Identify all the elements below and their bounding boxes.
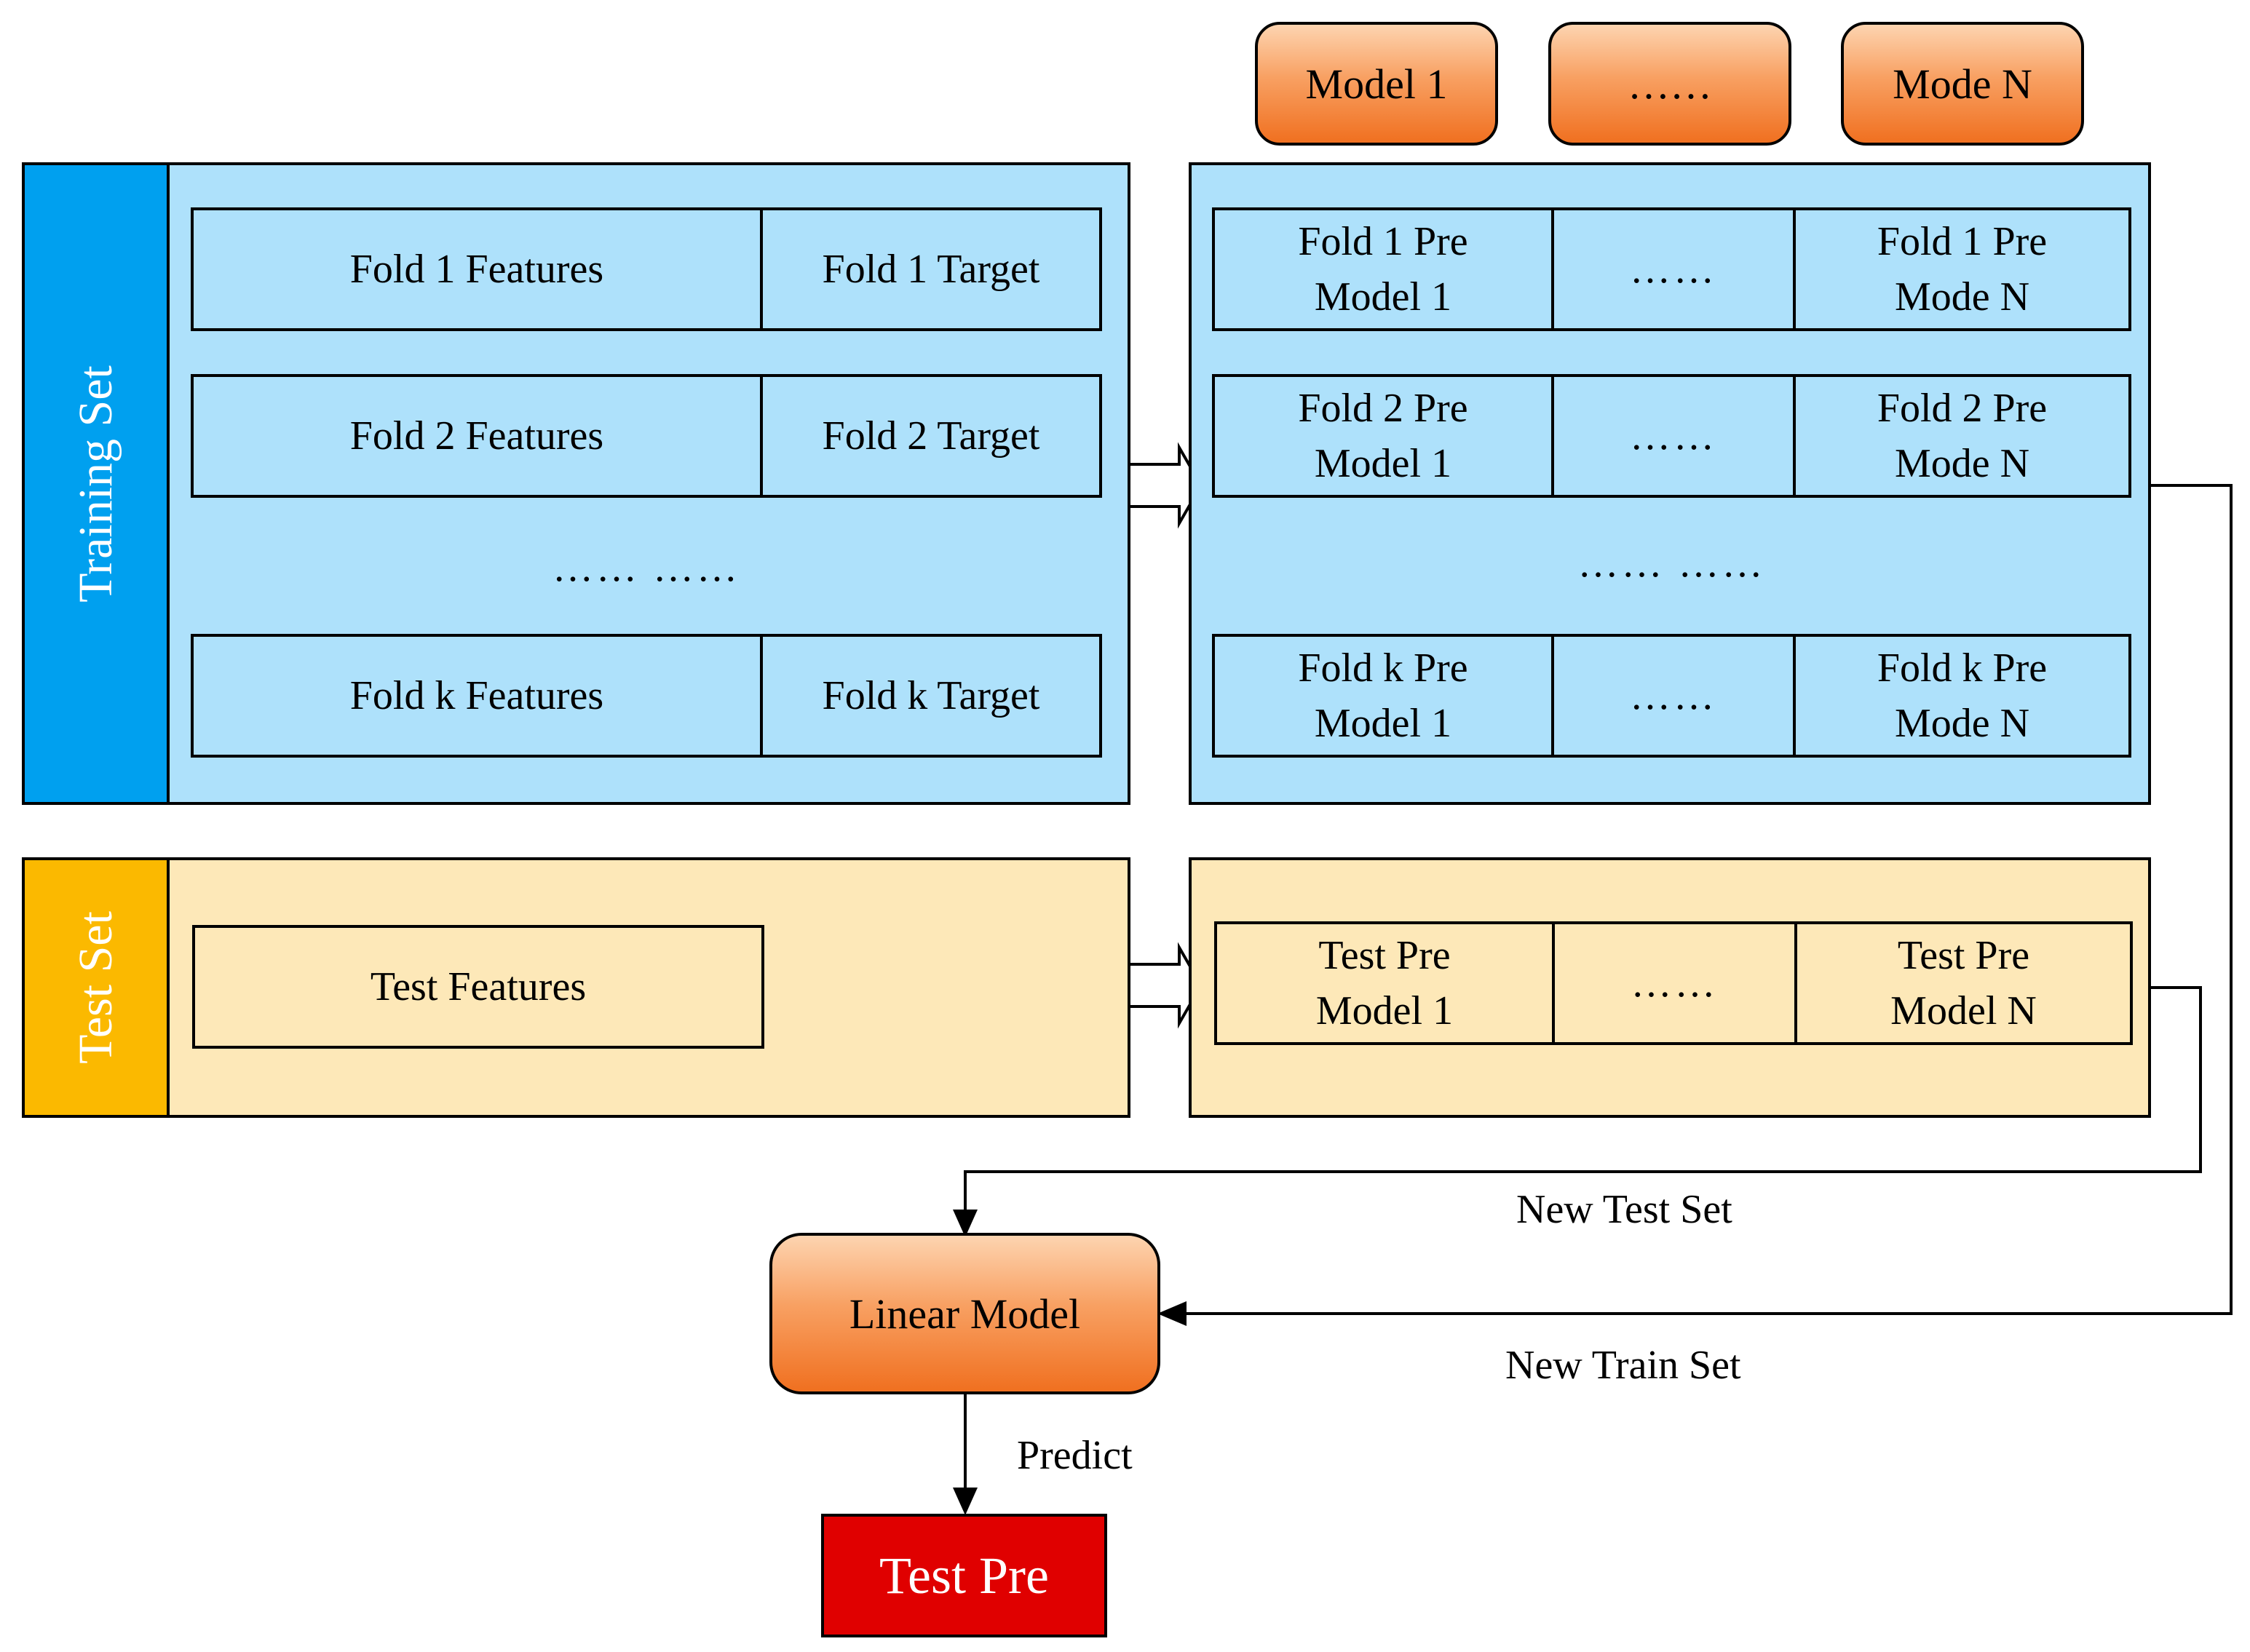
fold-2-pre-model-1: Fold 2 Pre Model 1 xyxy=(1212,374,1554,498)
predict-arrowhead xyxy=(953,1488,978,1515)
new-test-set-connector xyxy=(964,986,2202,1215)
fold-2-features: Fold 2 Features xyxy=(191,374,763,498)
training-ellipsis: …… …… xyxy=(552,545,740,590)
predict-label: Predict xyxy=(1017,1433,1133,1478)
model-1-box: Model 1 xyxy=(1255,22,1498,146)
fold-2-pre-model-n: Fold 2 Pre Mode N xyxy=(1793,374,2131,498)
training-set-sidebar: Training Set xyxy=(22,162,170,805)
fold-2-pre-middle: …… xyxy=(1551,374,1796,498)
predictions-ellipsis: …… …… xyxy=(1577,541,1766,586)
fold-2-target: Fold 2 Target xyxy=(760,374,1102,498)
fold-1-target: Fold 1 Target xyxy=(760,207,1102,331)
test-set-label: Test Set xyxy=(68,911,122,1064)
new-train-set-connector xyxy=(1183,484,2233,1315)
new-train-set-arrowhead xyxy=(1157,1301,1187,1326)
fold-k-pre-model-n: Fold k Pre Mode N xyxy=(1793,634,2131,758)
model-n-box: Mode N xyxy=(1841,22,2084,146)
test-set-sidebar: Test Set xyxy=(22,857,170,1118)
fold-k-target: Fold k Target xyxy=(760,634,1102,758)
new-train-set-label: New Train Set xyxy=(1505,1343,1741,1388)
fold-k-pre-middle: …… xyxy=(1551,634,1796,758)
test-features: Test Features xyxy=(192,925,764,1049)
fold-1-pre-model-1: Fold 1 Pre Model 1 xyxy=(1212,207,1554,331)
test-pre-model-1: Test Pre Model 1 xyxy=(1214,921,1555,1045)
training-set-label: Training Set xyxy=(68,365,122,603)
fold-1-pre-model-n: Fold 1 Pre Mode N xyxy=(1793,207,2131,331)
test-pre-middle: …… xyxy=(1552,921,1797,1045)
test-pre-result: Test Pre xyxy=(821,1514,1107,1637)
model-middle-box: …… xyxy=(1548,22,1791,146)
new-test-set-arrowhead xyxy=(953,1210,978,1237)
fold-1-features: Fold 1 Features xyxy=(191,207,763,331)
fold-1-pre-middle: …… xyxy=(1551,207,1796,331)
fold-k-features: Fold k Features xyxy=(191,634,763,758)
test-pre-model-n: Test Pre Model N xyxy=(1794,921,2133,1045)
fold-k-pre-model-1: Fold k Pre Model 1 xyxy=(1212,634,1554,758)
new-test-set-label: New Test Set xyxy=(1516,1187,1732,1232)
linear-model-box: Linear Model xyxy=(769,1233,1160,1394)
